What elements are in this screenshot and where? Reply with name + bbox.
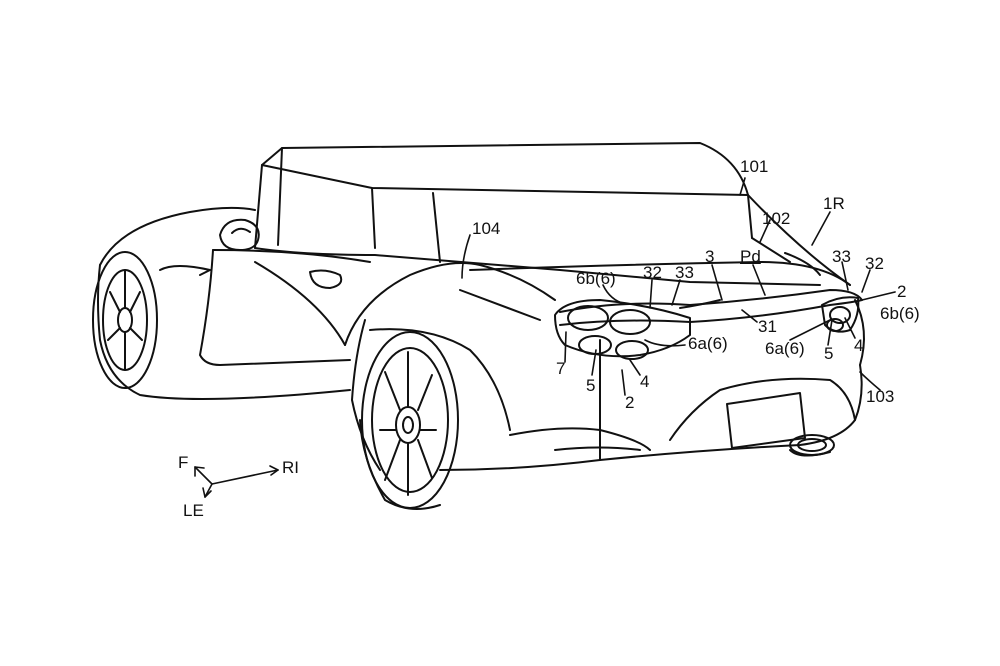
- label-5-right: 5: [824, 344, 834, 363]
- front-fender: [97, 206, 351, 400]
- rear-wheel: [359, 331, 459, 510]
- label-2-left: 2: [625, 393, 635, 412]
- direction-label-front: F: [178, 453, 189, 472]
- direction-arrows: [194, 465, 279, 498]
- label-3: 3: [705, 247, 715, 266]
- door: [199, 249, 371, 366]
- label-31: 31: [758, 317, 777, 336]
- label-6a6-right: 6a(6): [765, 339, 805, 358]
- direction-label-left: LE: [183, 501, 204, 520]
- label-33-left: 33: [675, 263, 694, 282]
- leader-lines: [461, 177, 896, 396]
- label-32-right: 32: [865, 254, 884, 273]
- direction-label-right: RI: [282, 458, 299, 477]
- label-6a6-left: 6a(6): [688, 334, 728, 353]
- label-32-left: 32: [643, 263, 662, 282]
- rear-bumper: [439, 299, 865, 471]
- license-plate: [726, 392, 806, 449]
- label-Pd: Pd: [740, 247, 761, 266]
- label-101: 101: [740, 157, 769, 176]
- label-1R: 1R: [823, 194, 845, 213]
- front-wheel: [92, 251, 158, 389]
- rear-fender: [344, 262, 556, 471]
- side-mirror: [219, 218, 260, 251]
- rear-lamp-right: [821, 296, 860, 333]
- label-2-right: 2: [897, 282, 907, 301]
- label-33-right: 33: [832, 247, 851, 266]
- label-103: 103: [866, 387, 895, 406]
- rear-garnish-3: [559, 289, 863, 326]
- label-102: 102: [762, 209, 791, 228]
- label-4-left: 4: [640, 372, 650, 391]
- label-6b6-right: 6b(6): [880, 304, 920, 323]
- label-4-right: 4: [854, 336, 864, 355]
- label-5-left: 5: [586, 376, 596, 395]
- exhaust-pipe: [789, 434, 835, 457]
- label-7: 7: [556, 359, 566, 378]
- trunk-lid: [469, 237, 851, 286]
- label-6b6-left: 6b(6): [576, 269, 616, 288]
- label-104: 104: [472, 219, 501, 238]
